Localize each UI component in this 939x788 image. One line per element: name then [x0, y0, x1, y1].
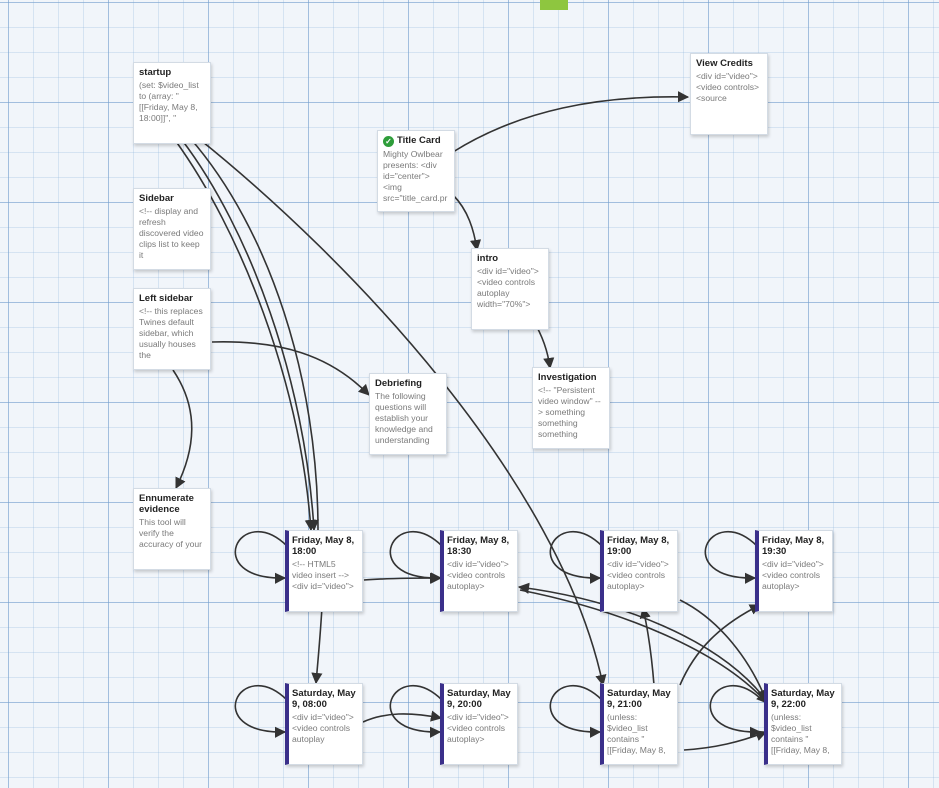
passage-title: Left sidebar — [139, 293, 193, 304]
passage-excerpt: <div id="video"> <video controls autopla… — [607, 559, 669, 591]
passage-excerpt: Mighty Owlbear presents: <div id="center… — [383, 149, 448, 203]
passage-startup[interactable]: startup (set: $video_list to (array: "[[… — [133, 62, 211, 144]
passage-excerpt: <div id="video"> <video controls> <sourc… — [696, 71, 760, 103]
passage-fri-1930[interactable]: Friday, May 8, 19:30 <div id="video"> <v… — [755, 530, 833, 612]
passage-title: Friday, May 8, 18:30 — [447, 535, 510, 557]
passage-excerpt: <div id="video"> <video controls autopla… — [447, 559, 509, 591]
passage-title: Debriefing — [375, 378, 422, 389]
start-passage-check-icon: ✓ — [383, 136, 394, 147]
passage-sat-2100[interactable]: Saturday, May 9, 21:00 (unless: $video_l… — [600, 683, 678, 765]
passage-view-credits[interactable]: View Credits <div id="video"> <video con… — [690, 53, 768, 135]
passage-title: Investigation — [538, 372, 597, 383]
passage-title-row: ✓Title Card — [383, 135, 449, 147]
passage-title: Title Card — [397, 135, 441, 146]
passage-title: Saturday, May 9, 20:00 — [447, 688, 511, 710]
passage-title: Friday, May 8, 19:00 — [607, 535, 670, 557]
passage-sat-0800[interactable]: Saturday, May 9, 08:00 <div id="video"> … — [285, 683, 363, 765]
passage-left-sidebar[interactable]: Left sidebar <!-- this replaces Twines d… — [133, 288, 211, 370]
passage-title-card[interactable]: ✓Title Card Mighty Owlbear presents: <di… — [377, 130, 455, 212]
passage-intro[interactable]: intro <div id="video"> <video controls a… — [471, 248, 549, 330]
passage-excerpt: <!-- HTML5 video insert --> <div id="vid… — [292, 559, 354, 591]
passage-title: Saturday, May 9, 22:00 — [771, 688, 835, 710]
passage-investigation[interactable]: Investigation <!-- "Persistent video win… — [532, 367, 610, 449]
passage-sidebar[interactable]: Sidebar <!-- display and refresh discove… — [133, 188, 211, 270]
passage-excerpt: <div id="video"> <video controls autopla… — [762, 559, 824, 591]
passage-excerpt: (unless: $video_list contains "[[Friday,… — [607, 712, 666, 755]
passage-excerpt: <!-- "Persistent video window" --> somet… — [538, 385, 601, 439]
passage-excerpt: The following questions will establish y… — [375, 391, 433, 445]
passage-sat-2200[interactable]: Saturday, May 9, 22:00 (unless: $video_l… — [764, 683, 842, 765]
passage-title: Friday, May 8, 18:00 — [292, 535, 355, 557]
passage-title: Saturday, May 9, 08:00 — [292, 688, 356, 710]
passage-excerpt: (unless: $video_list contains "[[Friday,… — [771, 712, 830, 755]
passage-fri-1830[interactable]: Friday, May 8, 18:30 <div id="video"> <v… — [440, 530, 518, 612]
passage-excerpt: <div id="video"> <video controls autopla… — [292, 712, 354, 744]
passage-excerpt: <div id="video"> <video controls autopla… — [447, 712, 509, 744]
passage-title: Sidebar — [139, 193, 174, 204]
passage-title: Friday, May 8, 19:30 — [762, 535, 825, 557]
passage-excerpt: (set: $video_list to (array: "[[Friday, … — [139, 80, 199, 123]
passage-title: View Credits — [696, 58, 753, 69]
passage-fri-1800[interactable]: Friday, May 8, 18:00 <!-- HTML5 video in… — [285, 530, 363, 612]
passage-title: Ennumerate evidence — [139, 493, 194, 515]
passage-ennumerate-evidence[interactable]: Ennumerate evidence This tool will verif… — [133, 488, 211, 570]
passage-excerpt: <div id="video"> <video controls autopla… — [477, 266, 539, 309]
passage-excerpt: <!-- this replaces Twines default sideba… — [139, 306, 203, 360]
top-marker — [540, 0, 568, 10]
passage-sat-2000[interactable]: Saturday, May 9, 20:00 <div id="video"> … — [440, 683, 518, 765]
passage-title: intro — [477, 253, 499, 264]
passage-title: startup — [139, 67, 172, 78]
passage-excerpt: This tool will verify the accuracy of yo… — [139, 517, 203, 549]
passage-title: Saturday, May 9, 21:00 — [607, 688, 671, 710]
passage-debriefing[interactable]: Debriefing The following questions will … — [369, 373, 447, 455]
passage-excerpt: <!-- display and refresh discovered vide… — [139, 206, 204, 260]
passage-fri-1900[interactable]: Friday, May 8, 19:00 <div id="video"> <v… — [600, 530, 678, 612]
